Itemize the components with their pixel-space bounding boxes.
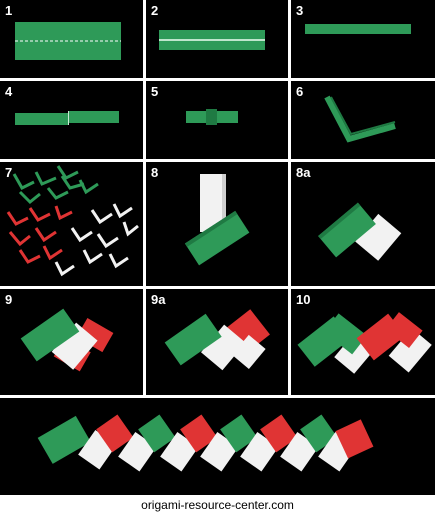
- step-8-label: 8: [151, 165, 159, 180]
- folded-strip-bottom: [159, 41, 265, 50]
- white-units-pile: [54, 203, 139, 277]
- chain-red-3: [260, 414, 298, 453]
- step-4-illustration: [15, 111, 119, 125]
- white-unit-middle: [200, 324, 246, 371]
- step-8-panel: 8: [146, 162, 288, 286]
- white-unit-right: [232, 334, 266, 369]
- step-10-panel: 10: [291, 289, 435, 395]
- folded-strip-edge: [159, 39, 265, 41]
- step-9-panel: 9: [0, 289, 143, 395]
- step-7-panel: 7: [0, 162, 143, 286]
- v-shaped-unit: [324, 95, 396, 143]
- strip-right-half: [69, 111, 119, 123]
- green-units-pile: [12, 165, 99, 205]
- folded-strip-top: [159, 30, 265, 39]
- step-3-label: 3: [296, 3, 304, 18]
- step-9a-panel: 9a: [146, 289, 288, 395]
- step-9a-label: 9a: [151, 292, 166, 307]
- green-unit-tilted: [184, 210, 250, 266]
- green-unit-interlocked: [318, 202, 376, 258]
- step-10-label: 10: [296, 292, 311, 307]
- finished-chain-illustration: [37, 414, 374, 472]
- step-1-illustration: [15, 22, 121, 60]
- step-8a-label: 8a: [296, 165, 311, 180]
- step-1-panel: 1: [0, 0, 143, 78]
- strip-left-half: [15, 113, 68, 125]
- step-10-illustration: [297, 312, 432, 374]
- step-5-label: 5: [151, 84, 159, 99]
- step-3-illustration: [305, 24, 411, 34]
- step-3-panel: 3: [291, 0, 435, 78]
- chain-green-1: [138, 414, 176, 453]
- white-unit-shadow: [222, 174, 226, 232]
- step-2-illustration: [159, 30, 265, 50]
- chain-red-2: [180, 414, 218, 453]
- step-4-panel: 4: [0, 81, 143, 159]
- step-6-illustration: [324, 95, 396, 143]
- unit-center-flap: [206, 109, 217, 125]
- white-unit-b: [388, 328, 432, 373]
- step-9-label: 9: [5, 292, 13, 307]
- green-unit-b: [323, 313, 367, 355]
- white-unit-interlocked: [355, 213, 402, 261]
- green-end-unit: [37, 415, 91, 464]
- step-6-panel: 6: [291, 81, 435, 159]
- finished-chain-panel: [0, 398, 435, 495]
- site-credit-text: origami-resource-center.com: [141, 498, 294, 512]
- step-8-illustration: [184, 174, 250, 266]
- step-1-label: 1: [5, 3, 13, 18]
- chain-red-end: [335, 419, 374, 459]
- step-7-illustration: [6, 165, 139, 277]
- step-4-label: 4: [5, 84, 13, 99]
- narrow-strip: [305, 24, 411, 34]
- green-unit-left: [164, 313, 222, 366]
- green-unit-left: [20, 308, 80, 362]
- step-8a-illustration: [318, 202, 402, 261]
- chain-red-1: [96, 414, 134, 453]
- red-units-pile: [6, 205, 73, 264]
- step-7-label: 7: [5, 165, 13, 180]
- red-unit-b: [385, 312, 423, 348]
- step-9a-illustration: [164, 309, 270, 371]
- step-5-panel: 5: [146, 81, 288, 159]
- chain-green-2: [220, 414, 258, 453]
- step-9-illustration: [20, 308, 114, 372]
- step-6-label: 6: [296, 84, 304, 99]
- white-unit-middle: [51, 322, 98, 370]
- step-2-panel: 2: [146, 0, 288, 78]
- step-5-illustration: [186, 109, 238, 125]
- step-2-label: 2: [151, 3, 159, 18]
- v-shaped-unit-edge: [330, 96, 396, 136]
- step-8a-panel: 8a: [291, 162, 435, 286]
